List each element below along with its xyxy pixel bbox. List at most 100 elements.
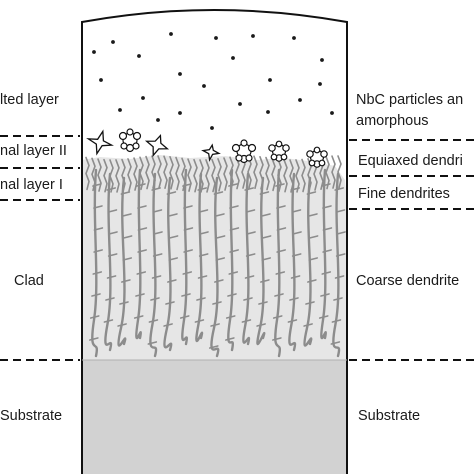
dendrite-arm [256,323,266,327]
nbc-particle-dot [214,36,218,40]
dendrite-arm [243,297,253,301]
dendrite-arm [225,315,236,319]
dendrite-arm [136,271,147,275]
substrate-region [82,360,347,474]
dendrite-arm [227,293,237,297]
dendrite-arm [151,187,161,191]
dendrite-arm [246,231,256,235]
nbc-particle-dot [330,111,334,115]
dendrite-arm [290,187,300,191]
dendrite-arm [136,183,146,187]
dendrite-arm [179,315,190,319]
star-particle-2 [144,134,170,158]
fine-dendrite-stroke [271,157,276,192]
dendrite-arm [275,183,285,187]
dendrite-arm [289,297,299,301]
fine-dendrite-stroke [85,156,90,191]
dendrite-arm [168,235,179,239]
cluster-particle-4 [306,146,328,168]
dendrite-stem [332,172,341,358]
nbc-particle-dot [292,36,296,40]
dendrite-arm [245,253,256,257]
dendrite-arm [210,323,220,327]
dendrite-arm [334,275,345,279]
dendrite-arm [92,183,102,187]
dendrite-arm [276,227,287,231]
dendrite-arm [183,205,193,209]
dendrite-arm [196,297,206,301]
dendrite-arm [303,323,313,327]
dendrite-arm [181,293,191,297]
dendrite-arm [244,275,255,279]
dendrite-arm [245,209,256,213]
dendrite-arm [148,319,159,323]
dendrite-arm [137,205,147,209]
dendrite-stem [117,176,127,347]
fine-dendrite-stroke [205,159,210,193]
dendrite-arm [276,205,286,209]
dendrite-arm [305,301,315,305]
dendrite-arm [183,249,193,253]
dendrite-arm [208,345,219,349]
cluster-particle-2 [231,139,257,164]
dendrite-stem [149,172,158,358]
fine-dendrite-stroke [331,155,336,189]
star-particle-3 [201,143,221,162]
cluster-particles [118,128,328,168]
dendrite-arm [334,187,344,191]
dendrite-arm [228,183,238,187]
dendrite-stem [288,172,297,352]
dendrite-arm [322,205,332,209]
fine-dendrite-stroke [127,158,132,192]
dendrite-arm [93,205,103,209]
dendrite-arm [197,187,207,191]
nbc-particle-dot [231,56,235,60]
dendrite-arm [92,271,103,275]
dendrite-arm [336,231,346,235]
dendrite-stem [320,168,327,340]
dendrite-arm [103,319,114,323]
dendrite-stem [104,172,113,352]
label-clad: Clad [14,273,44,289]
dendrite-arm [308,213,318,217]
label-transitional-layer-2: nal layer II [0,143,67,159]
dendrite-arm [182,271,193,275]
nbc-particle-dot [238,102,242,106]
dendrite-arm [182,183,192,187]
dendrite-arm [244,187,254,191]
fine-dendrite-stroke [217,158,222,192]
dendrite-arm [93,227,104,231]
dendrite-arm [122,257,132,261]
label-equiaxed-dendrites: Equiaxed dendri [358,153,463,169]
nbc-particle-dot [141,96,145,100]
dendrite-stem [274,168,281,358]
dendrite-arm [194,319,205,323]
dendrite-arm [165,301,175,305]
nbc-particle-dot [210,126,214,130]
fine-dendrite-stroke [157,155,162,189]
dendrite-arm [199,231,209,235]
dendrite-arm [331,319,342,323]
fine-dendrite-stroke [223,157,228,191]
star-particles [86,129,221,162]
dendrite-arm [107,253,118,257]
dendrite-arm [258,301,268,305]
fine-dendrite-stroke [115,159,120,193]
dendrite-arm [89,315,100,319]
dendrite-arm [335,253,346,257]
dendrite-arm [215,235,226,239]
fine-dendrite-stroke [211,158,216,193]
fine-dendrite-stroke [103,158,108,193]
dendrite-arm [321,271,332,275]
label-transitional-layer-1: nal layer I [0,177,63,193]
dendrite-stem [135,168,142,340]
fine-dendrite-stroke [163,155,168,190]
nbc-particle-dot [99,78,103,82]
dendrite-arm [241,319,252,323]
dendrite-arm [307,279,317,283]
dendrite-arm [261,213,271,217]
dendrite-arm [117,323,127,327]
fine-dendrite-stroke [97,158,102,192]
fine-dendrite-stroke [295,159,300,193]
dendrite-stem [163,176,173,352]
